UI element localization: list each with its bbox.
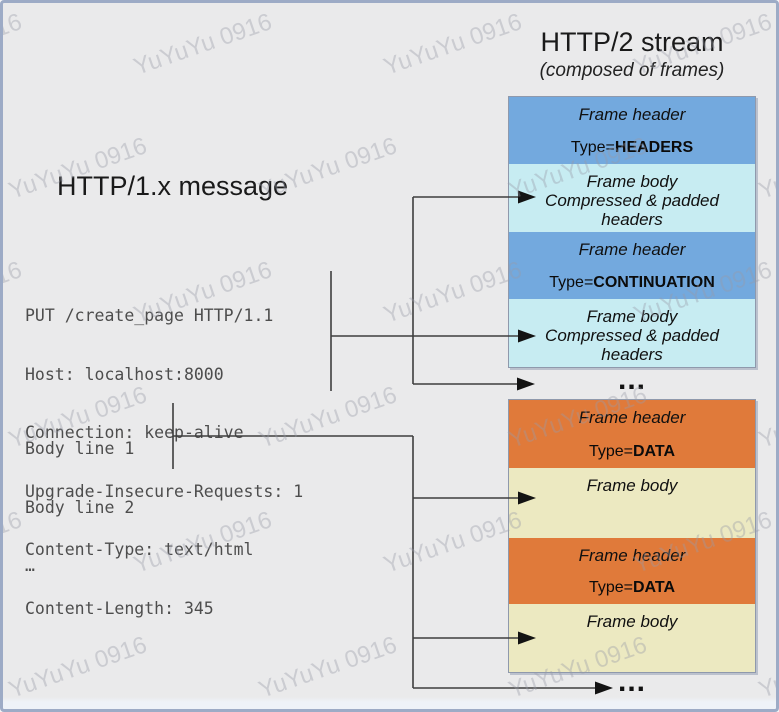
http1-request-text: PUT /create_page HTTP/1.1 Host: localhos… [25,267,303,657]
frame-header-continuation: Frame header Type=CONTINUATION [509,232,755,299]
request-line: Content-Length: 345 [25,598,214,618]
request-line: PUT /create_page HTTP/1.1 [25,306,274,325]
frame-body-continuation: Frame body Compressed & padded headers [509,299,755,367]
frame-type-label: Type=CONTINUATION [549,274,715,291]
http2-stream-subtitle: (composed of frames) [539,60,725,81]
arrowhead-icon [518,491,536,505]
request-line: Upgrade-Insecure-Requests: 1 [25,481,304,501]
frame-type-label: Type=HEADERS [570,139,694,156]
http2-stream-title: HTTP/2 stream [540,27,724,57]
frame-header-label: Frame header [578,546,686,565]
frame-body-label: Frame body [586,172,678,191]
arrowhead-icon [595,681,613,695]
request-line: Connection: keep-alive [25,423,244,442]
frame-stack-headers: Frame header Type=HEADERS Frame body Com… [508,96,756,368]
arrowhead-icon [517,377,535,391]
frame-body-label: Frame body [586,307,678,326]
http1-title: HTTP/1.x message [57,171,289,201]
arrowhead-icon [518,190,536,204]
arrowhead-icon [518,329,536,343]
frame-header-data-1: Frame header Type=DATA [509,400,755,468]
frame-body-data-2: Frame body [509,604,755,672]
arrowhead-icon [518,631,536,645]
frame-header-label: Frame header [578,408,686,427]
request-line: Content-Type: text/html [25,540,254,559]
frame-header-data-2: Frame header Type=DATA [509,538,755,604]
frame-header-label: Frame header [578,105,686,124]
frame-stack-data: Frame header Type=DATA Frame body Frame … [508,399,756,673]
frame-body-note: Compressed & padded headers [545,326,719,364]
request-line: Host: localhost:8000 [25,364,224,384]
frame-body-headers: Frame body Compressed & padded headers [509,164,755,232]
frame-type-label: Type=DATA [588,443,676,460]
http1-body-text: Body line 1 Body line 2 … [25,400,134,615]
body-line: Body line 1 [25,439,135,458]
frame-header-label: Frame header [578,240,686,259]
body-line: Body line 2 [25,497,135,517]
frame-header-headers: Frame header Type=HEADERS [509,97,755,164]
frame-body-label: Frame body [586,612,678,631]
frame-body-note: Compressed & padded headers [545,191,719,229]
frame-type-label: Type=DATA [588,579,676,596]
body-line: … [25,556,35,575]
connector-lines [172,190,613,695]
frame-body-data-1: Frame body [509,468,755,538]
frame-body-label: Frame body [586,476,678,495]
